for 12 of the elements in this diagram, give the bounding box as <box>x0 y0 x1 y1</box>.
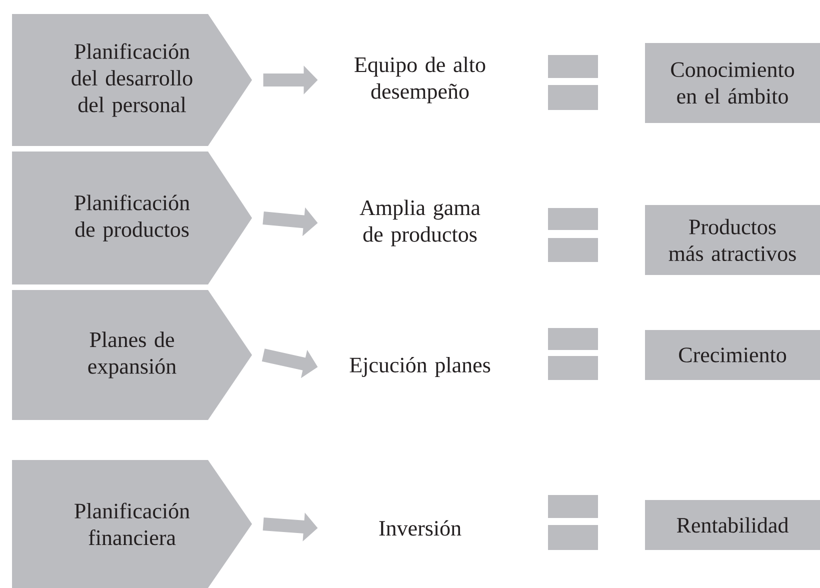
chevron-box: Planificación del desarrollo del personal <box>12 14 252 146</box>
outcome-box: Productos más atractivos <box>645 205 820 275</box>
chevron-box: Planificación de productos <box>12 152 252 284</box>
outcome-box: Crecimiento <box>645 330 820 380</box>
outcome-box: Rentabilidad <box>645 500 820 550</box>
result-text: Amplia gama de productos <box>360 200 480 246</box>
outcome-box: Conocimiento en el ámbito <box>645 43 820 123</box>
result-text: Equipo de alto desempeño <box>354 56 486 104</box>
result-text: Ejcución planes <box>350 357 490 377</box>
chevron-box: Planificación financiera <box>12 460 252 588</box>
chevron-box: Planes de expansión <box>12 290 252 420</box>
result-text: Inversión <box>379 520 462 536</box>
